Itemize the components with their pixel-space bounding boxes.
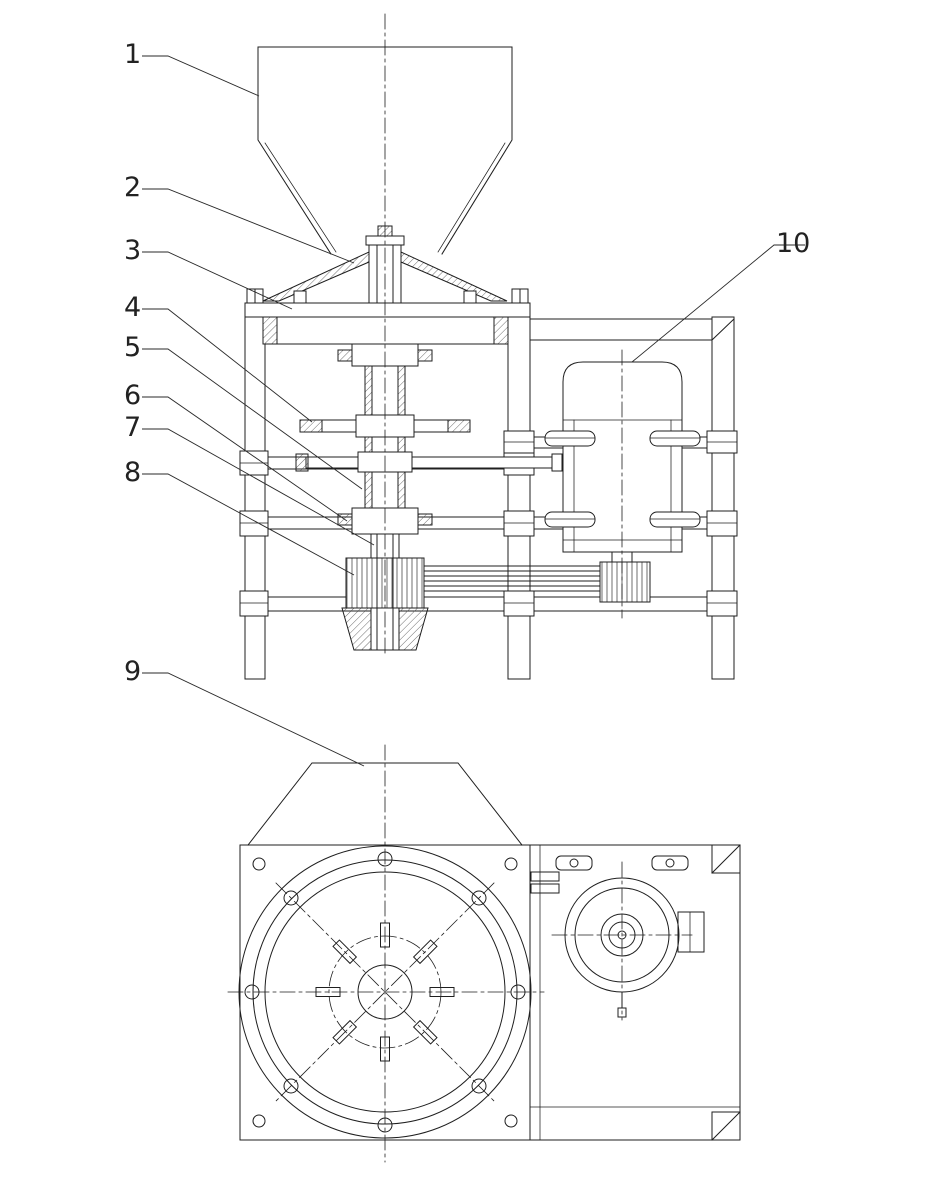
feed-tube [365,225,405,304]
main-shaft-assembly [295,343,563,651]
callout-7-leader [142,428,375,546]
callout-3: 3 [124,235,293,310]
top-cover [244,251,531,345]
callout-3-leader [142,251,293,310]
callout-3-label: 3 [124,235,141,266]
callout-5-leader [142,348,363,490]
callout-1: 1 [124,39,260,97]
callout-5: 5 [124,332,363,490]
callout-8-leader [142,473,355,576]
belt-drive [423,565,601,592]
callout-1-label: 1 [124,39,141,70]
motor-pulley [599,561,651,603]
callout-4: 4 [124,292,313,423]
callout-2-leader [142,188,355,264]
callouts: 1 2 3 4 5 6 7 8 [124,39,810,767]
callout-6-leader [142,396,348,522]
callout-2-label: 2 [124,172,141,203]
callout-5-label: 5 [124,332,141,363]
motor-feet [544,430,701,528]
front-view [239,13,738,680]
terminal-box [677,911,705,953]
callout-6-label: 6 [124,380,141,411]
motor-mounts [530,855,689,894]
callout-4-label: 4 [124,292,141,323]
motor [544,349,701,619]
plan-view [227,744,741,1163]
motor-plan [529,844,741,1141]
callout-10: 10 [631,228,810,363]
callout-9: 9 [124,656,365,767]
callout-2: 2 [124,172,355,264]
callout-7: 7 [124,412,375,546]
callout-10-label: 10 [776,228,810,259]
callout-8-label: 8 [124,457,141,488]
callout-4-leader [142,308,313,423]
callout-10-leader [631,244,805,363]
callout-8: 8 [124,457,355,576]
callout-6: 6 [124,380,348,522]
callout-9-leader [142,672,365,767]
callout-7-label: 7 [124,412,141,443]
callout-1-leader [142,55,260,97]
hopper-outline [247,762,523,846]
callout-9-label: 9 [124,656,141,687]
